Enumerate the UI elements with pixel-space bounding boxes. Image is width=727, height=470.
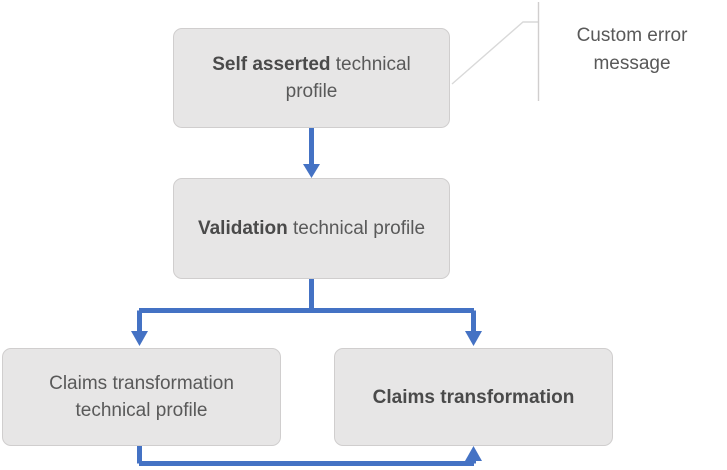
node-claims-transformation[interactable]: Claims transformation (334, 348, 613, 446)
node-label-regular: technical profile (285, 54, 411, 102)
node-label-bold: Claims transformation (372, 386, 575, 408)
node-label-regular: technical profile (287, 218, 426, 239)
node-label: Claims transformation (349, 384, 598, 411)
node-label-bold: Validation (197, 218, 288, 239)
node-label: Self asserted technical profile (188, 51, 435, 105)
node-validation-technical-profile[interactable]: Validation technical profile (173, 178, 450, 279)
connector-validation-split (131, 279, 482, 346)
callout-leader-line (451, 2, 540, 101)
connector-self-asserted-to-validation (303, 128, 320, 178)
node-label-regular: Claims transformation technical profile (49, 373, 234, 421)
node-label: Validation technical profile (188, 215, 435, 242)
node-label-bold: Self asserted (212, 54, 331, 75)
node-label: Claims transformation technical profile (17, 370, 266, 424)
callout-custom-error-message: Custom error message (576, 25, 688, 74)
node-self-asserted-technical-profile[interactable]: Self asserted technical profile (173, 28, 450, 128)
node-claims-transformation-technical-profile[interactable]: Claims transformation technical profile (2, 348, 281, 446)
connector-claims-tp-to-claims-loop (137, 446, 482, 466)
